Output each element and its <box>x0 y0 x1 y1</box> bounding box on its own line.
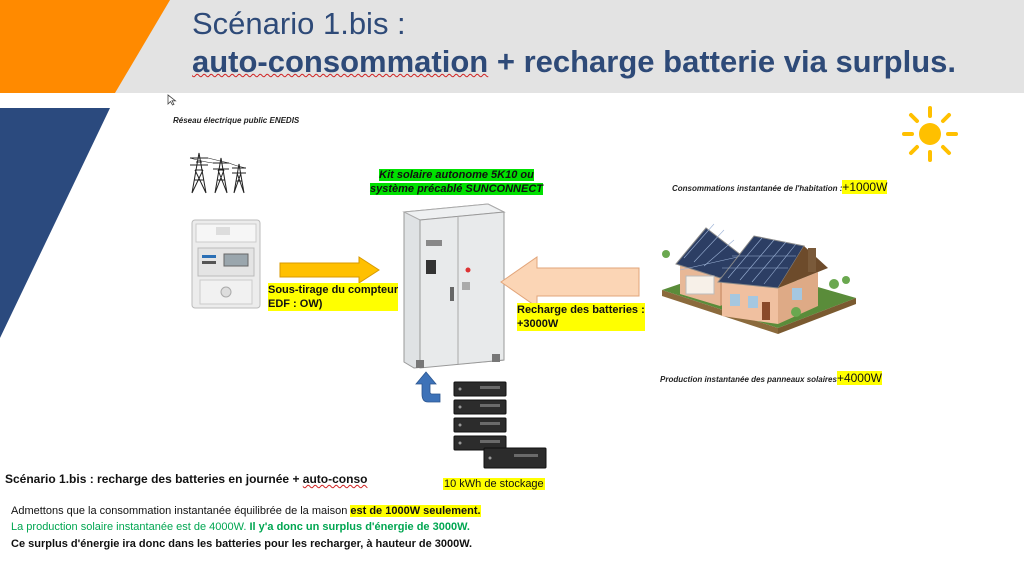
meter-arrow-label: Sous-tirage du compteur EDF : OW) <box>268 283 399 311</box>
navy-side-shape <box>0 108 110 338</box>
kit-label: Kit solaire autonome 5K10 ou système pré… <box>370 168 544 196</box>
header-band <box>0 0 1024 93</box>
production-value: +4000W <box>836 371 882 385</box>
house-arrow-line2: +3000W <box>517 318 559 330</box>
meter-arrow-line1: Sous-tirage du compteur <box>268 284 399 296</box>
production-label: Production instantanée des panneaux sola… <box>660 369 882 387</box>
house-arrow-line1: Recharge des batteries : <box>517 304 645 316</box>
solar-kit-cabinet-image <box>402 203 506 369</box>
summary-title-autoconso: auto-conso <box>302 472 368 486</box>
page-title-line1: Scénario 1.bis : <box>192 6 406 41</box>
summary-line2-text: La production solaire instantanée est de… <box>11 521 250 533</box>
summary-line1: Admettons que la consommation instantané… <box>11 505 481 517</box>
arrow-left-house <box>500 256 640 308</box>
page-title-line2: auto-consommation + recharge batterie vi… <box>192 44 956 80</box>
storage-label: 10 kWh de stockage <box>443 478 545 490</box>
title-rest: + recharge batterie via surplus. <box>488 44 957 79</box>
cursor-icon <box>167 94 177 106</box>
arrow-right-meter <box>279 256 380 284</box>
consumption-text: Consommations instantanée de l'habitatio… <box>672 184 843 193</box>
solar-house-image <box>662 223 856 334</box>
consumption-value: +1000W <box>842 180 888 194</box>
summary-title-text: Scénario 1.bis : recharge des batteries … <box>5 472 303 486</box>
electricity-meter-image <box>191 219 261 309</box>
pylon-icon <box>189 152 247 194</box>
summary-line2: La production solaire instantanée est de… <box>11 521 470 533</box>
house-arrow-label: Recharge des batteries : +3000W <box>517 303 645 331</box>
orange-corner-shape <box>0 0 170 93</box>
title-autoconso: auto-consommation <box>192 44 489 79</box>
summary-line2-bold: Il y'a donc un surplus d'énergie de 3000… <box>249 521 470 533</box>
summary-line1-text: Admettons que la consommation instantané… <box>11 505 351 517</box>
kit-label-line2: système précablé SUNCONNECT <box>370 183 544 195</box>
summary-title: Scénario 1.bis : recharge des batteries … <box>5 472 367 486</box>
battery-stack-image <box>453 381 547 469</box>
production-text: Production instantanée des panneaux sola… <box>660 375 837 384</box>
summary-line1-highlight: est de 1000W seulement. <box>350 505 481 517</box>
meter-arrow-line2: EDF : OW) <box>268 298 323 310</box>
summary-line3: Ce surplus d'énergie ira donc dans les b… <box>11 538 473 550</box>
sun-icon <box>902 106 958 162</box>
kit-label-line1: Kit solaire autonome 5K10 ou <box>379 169 534 181</box>
return-arrow-icon <box>415 371 441 403</box>
consumption-label: Consommations instantanée de l'habitatio… <box>672 178 888 196</box>
grid-label: Réseau électrique public ENEDIS <box>173 116 300 125</box>
